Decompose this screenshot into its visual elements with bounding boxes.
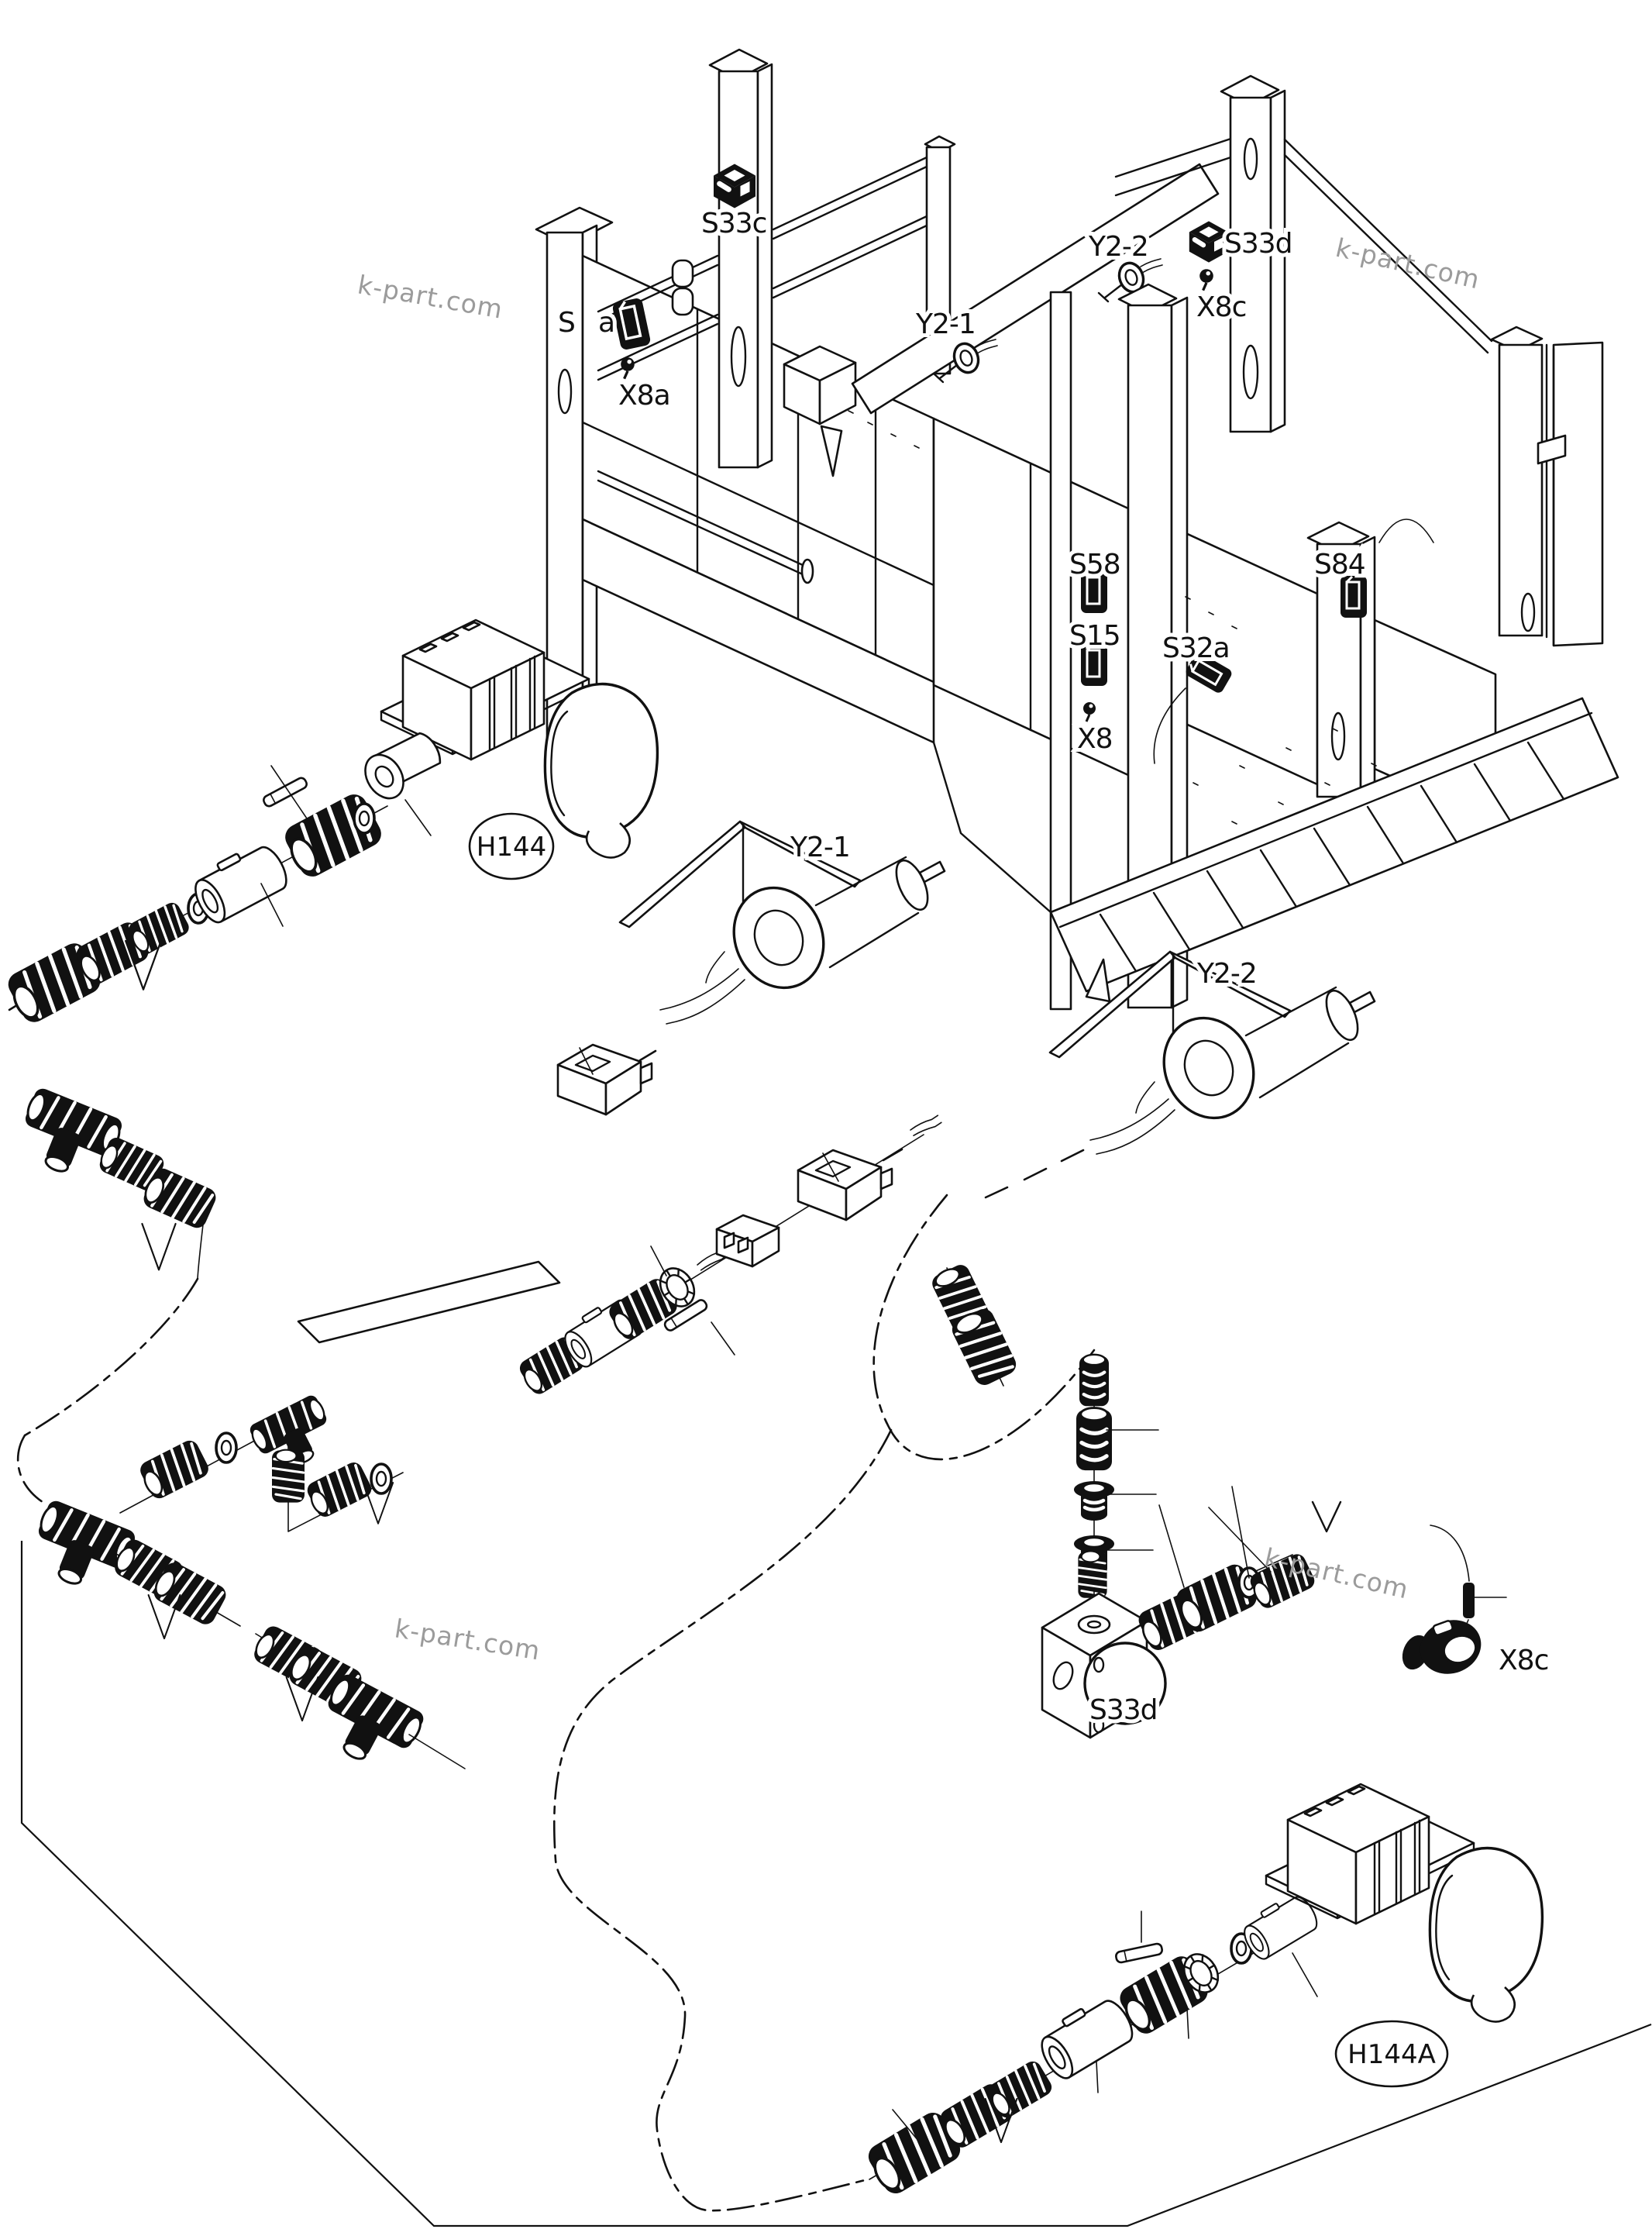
watermark-top-right: k-part.com [1333,233,1483,295]
label-s33d-block: S33d [1089,1694,1158,1726]
h144-relay-assembly [364,618,659,860]
s33d-valve-block [1041,1550,1167,1739]
callout-h144: H144 [468,812,555,880]
s84-switch-icon [1339,574,1368,619]
y2-1-solenoid [618,820,946,1025]
label-y2-1-top: Y2-1 [915,308,976,340]
part-labels: S33c S a X8a Y2-2 Y2-1 S33d X8c S58 S15 … [554,204,1553,1730]
label-y2-2: Y2-2 [1196,958,1257,990]
conduit-chain-bottom [863,1888,1323,2198]
frame-cross-beam [851,124,1272,415]
label-s33a-left: S [558,307,575,339]
label-s33a-right: a [598,307,614,339]
frame-rear-panels [932,417,1497,825]
hose-stack [1074,1355,1159,1590]
connector-chain-y22 [984,1149,1085,1199]
label-s33c: S33c [701,208,766,239]
callout-h144a: H144A [1334,2020,1449,2088]
frame-post-s33d [1220,74,1286,433]
label-x8: X8 [1077,723,1113,755]
label-x8a: X8a [618,380,670,412]
label-s15: S15 [1069,620,1120,652]
label-x8c: X8c [1499,1645,1548,1676]
conduit-chain-b [11,1086,219,1505]
machine-frame [535,48,1619,1011]
connector-chain-mid [297,1114,944,1399]
s33d-switch-icon [1189,221,1228,262]
conduit-chain-a [3,765,388,1027]
label-y2-2-top: Y2-2 [1088,231,1148,263]
callout-h144a-text: H144A [1347,2039,1436,2070]
callout-h144-text: H144 [477,832,546,863]
x8c-connector-icon [1198,267,1215,292]
label-s84: S84 [1314,549,1365,581]
connector-chain-y21 [556,1043,657,1116]
conduit-chain-c [24,1391,466,1779]
frame-top-rails [597,156,928,584]
conduit-chain-block-right [1135,1486,1342,1654]
harness-route-loop-right [872,1194,1096,1461]
h144-capacitor [364,732,442,836]
s32a-switch-icon [1153,649,1235,764]
x8c-elbow-assembly [1402,1524,1507,1674]
watermark-top-left: k-part.com [356,269,506,324]
conduit-chain-drop [927,1259,1020,1388]
frame-post-s33c [708,48,773,469]
label-s58: S58 [1069,549,1120,581]
harness-route-loop-left [552,1428,893,2212]
board-outline [20,1541,1652,2227]
watermark-mid-left: k-part.com [393,1613,542,1666]
label-s32a: S32a [1162,632,1230,664]
label-x8c-top: X8c [1196,291,1246,323]
frame-post-right [1283,138,1604,647]
h144a-relay-assembly [1265,1783,1544,2024]
frame-junction-box [783,345,857,477]
label-y2-1: Y2-1 [790,832,850,863]
frame-deck [932,518,1619,1003]
label-s33d-top: S33d [1224,228,1292,260]
